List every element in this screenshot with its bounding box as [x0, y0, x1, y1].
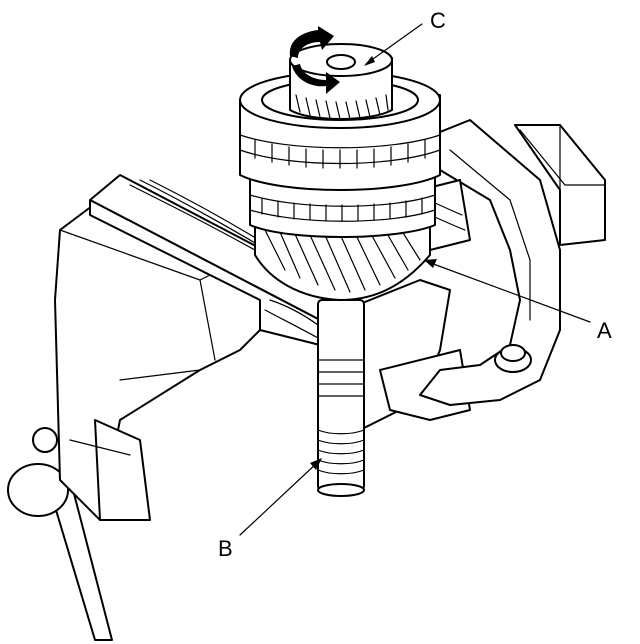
gear-assembly — [239, 26, 441, 301]
rotation-arrow-icon — [289, 26, 340, 94]
callout-label-c: C — [430, 8, 446, 33]
leader-line-a — [427, 261, 591, 323]
callout-leaders — [239, 23, 591, 536]
hub-gear-top — [289, 43, 393, 120]
leader-line-c — [365, 23, 423, 65]
leader-line-b — [239, 461, 319, 536]
bolt-head-icon — [494, 344, 532, 373]
mainshaft — [317, 299, 365, 497]
callout-label-a: A — [597, 318, 612, 343]
callout-label-b: B — [218, 536, 233, 561]
vise-left-jaw — [54, 199, 261, 521]
vise-handle — [7, 427, 113, 641]
